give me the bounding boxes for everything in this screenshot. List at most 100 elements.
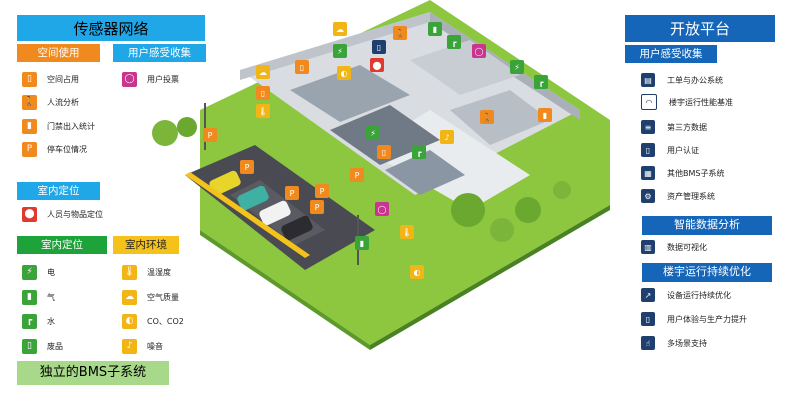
door-icon: ▮ — [538, 108, 552, 122]
list-item: 🌡 温湿度 — [122, 263, 171, 281]
tree — [490, 218, 514, 242]
list-item: ▤ 工单与办公系统 — [641, 71, 723, 89]
building-icon: ▦ — [641, 166, 655, 180]
item-label: 温湿度 — [147, 267, 171, 277]
bin-icon: ▯ — [22, 338, 37, 354]
list-item: ≡ 第三方数据 — [641, 118, 707, 136]
tree — [152, 120, 178, 146]
map-pin-icon: ⬤ — [370, 58, 384, 72]
item-label: 门禁出入统计 — [47, 121, 95, 131]
open-platform-title: 开放平台 — [625, 15, 775, 42]
faucet-icon: ┏ — [412, 145, 426, 159]
person-walking-icon: 🚶 — [22, 94, 37, 110]
faucet-icon: ┏ — [22, 313, 37, 329]
tree — [515, 197, 541, 223]
list-item: ▦ 其他BMS子系统 — [641, 164, 724, 182]
item-label: 空气质量 — [147, 292, 179, 302]
gas-cylinder-icon: ▮ — [428, 22, 442, 36]
gauge-icon: ◠ — [641, 94, 657, 110]
list-item: ▯ 用户认证 — [641, 141, 699, 159]
item-label: 第三方数据 — [667, 122, 707, 132]
parking-icon: P — [285, 186, 299, 200]
item-label: 废品 — [47, 341, 63, 351]
list-item: ♪ 噪音 — [122, 337, 163, 355]
kitchen-room — [450, 90, 550, 145]
user-auth-icon: ▯ — [641, 143, 655, 157]
tree — [553, 181, 571, 199]
parking-icon: P — [350, 168, 364, 182]
plug-icon: ⚡ — [22, 264, 37, 280]
cloud-icon: ☁ — [333, 22, 347, 36]
speech-bubble-icon: ◯ — [472, 44, 486, 58]
car — [259, 200, 291, 226]
optimization-header: 楼宇运行持续优化 — [642, 263, 772, 282]
item-label: 气 — [47, 292, 55, 302]
item-label: 人流分析 — [47, 97, 79, 107]
item-label: 工单与办公系统 — [667, 75, 723, 85]
lobby — [385, 150, 465, 195]
sensor-network-title: 传感器网络 — [17, 15, 205, 41]
speech-bubble-icon: ◯ — [375, 202, 389, 216]
car — [237, 185, 269, 211]
trend-icon: ↗ — [641, 288, 655, 302]
list-item: ▯ 空间占用 — [22, 70, 79, 88]
item-label: 数据可视化 — [667, 242, 707, 252]
list-item: ▮ 门禁出入统计 — [22, 117, 95, 135]
list-item: 🚶 人流分析 — [22, 93, 79, 111]
co2-icon: ◐ — [122, 313, 137, 329]
plug-icon: ⚡ — [510, 60, 524, 74]
item-label: 多场景支持 — [667, 338, 707, 348]
list-item: P 停车位情况 — [22, 140, 87, 158]
map-pin-icon: ⬤ — [22, 206, 37, 222]
parking-icon: P — [315, 184, 329, 198]
thermometer-icon: 🌡 — [400, 225, 414, 239]
plug-icon: ⚡ — [333, 44, 347, 58]
sound-icon: ♪ — [440, 130, 454, 144]
document-icon: ≡ — [641, 120, 655, 134]
item-label: 水 — [47, 316, 55, 326]
right-feedback-header: 用户感受收集 — [625, 45, 717, 63]
list-item: ▯ 废品 — [22, 337, 63, 355]
faucet-icon: ┏ — [447, 35, 461, 49]
meeting-room — [410, 40, 520, 95]
list-item: ◠ 楼宇运行性能基准 — [641, 93, 733, 111]
faucet-icon: ┏ — [534, 75, 548, 89]
cloud-icon: ☁ — [122, 289, 137, 305]
list-item: ◐ CO、CO2 — [122, 312, 184, 330]
tree — [451, 193, 485, 227]
co2-icon: ◐ — [410, 265, 424, 279]
office-room — [290, 65, 410, 122]
gas-cylinder-icon: ▮ — [22, 289, 37, 305]
car — [281, 215, 313, 241]
pointer-icon: ☝ — [641, 336, 655, 350]
list-item: ☝ 多场景支持 — [641, 334, 707, 352]
item-label: 电 — [47, 267, 55, 277]
list-item: ☁ 空气质量 — [122, 288, 179, 306]
independent-bms-footer: 独立的BMS子系统 — [17, 361, 169, 385]
analytics-header: 智能数据分析 — [642, 216, 772, 235]
asset-icon: ⚙ — [641, 189, 655, 203]
thermometer-icon: 🌡 — [256, 104, 270, 118]
workorder-icon: ▤ — [641, 73, 655, 87]
mobile-icon: ▯ — [641, 312, 655, 326]
list-item: ⬤ 人员与物品定位 — [22, 205, 103, 223]
mobile-icon: ▯ — [372, 40, 386, 54]
item-label: 停车位情况 — [47, 144, 87, 154]
list-item: ▮ 气 — [22, 288, 55, 306]
parking-icon: P — [203, 128, 217, 142]
parking-icon: P — [310, 200, 324, 214]
parking-icon: P — [240, 160, 254, 174]
item-label: 用户投票 — [147, 74, 179, 84]
item-label: 用户体验与生产力提升 — [667, 314, 747, 324]
person-walking-icon: 🚶 — [393, 26, 407, 40]
tree — [177, 117, 197, 137]
gas-cylinder-icon: ▮ — [355, 236, 369, 250]
cloud-icon: ☁ — [256, 65, 270, 79]
door-icon: ▮ — [22, 118, 37, 134]
parking-icon: P — [22, 141, 37, 157]
space-use-header: 空间使用 — [17, 44, 100, 62]
list-item: ⚡ 电 — [22, 263, 55, 281]
item-label: 噪音 — [147, 341, 163, 351]
room-occupancy-icon: ▯ — [295, 60, 309, 74]
list-item: ▥ 数据可视化 — [641, 238, 707, 256]
